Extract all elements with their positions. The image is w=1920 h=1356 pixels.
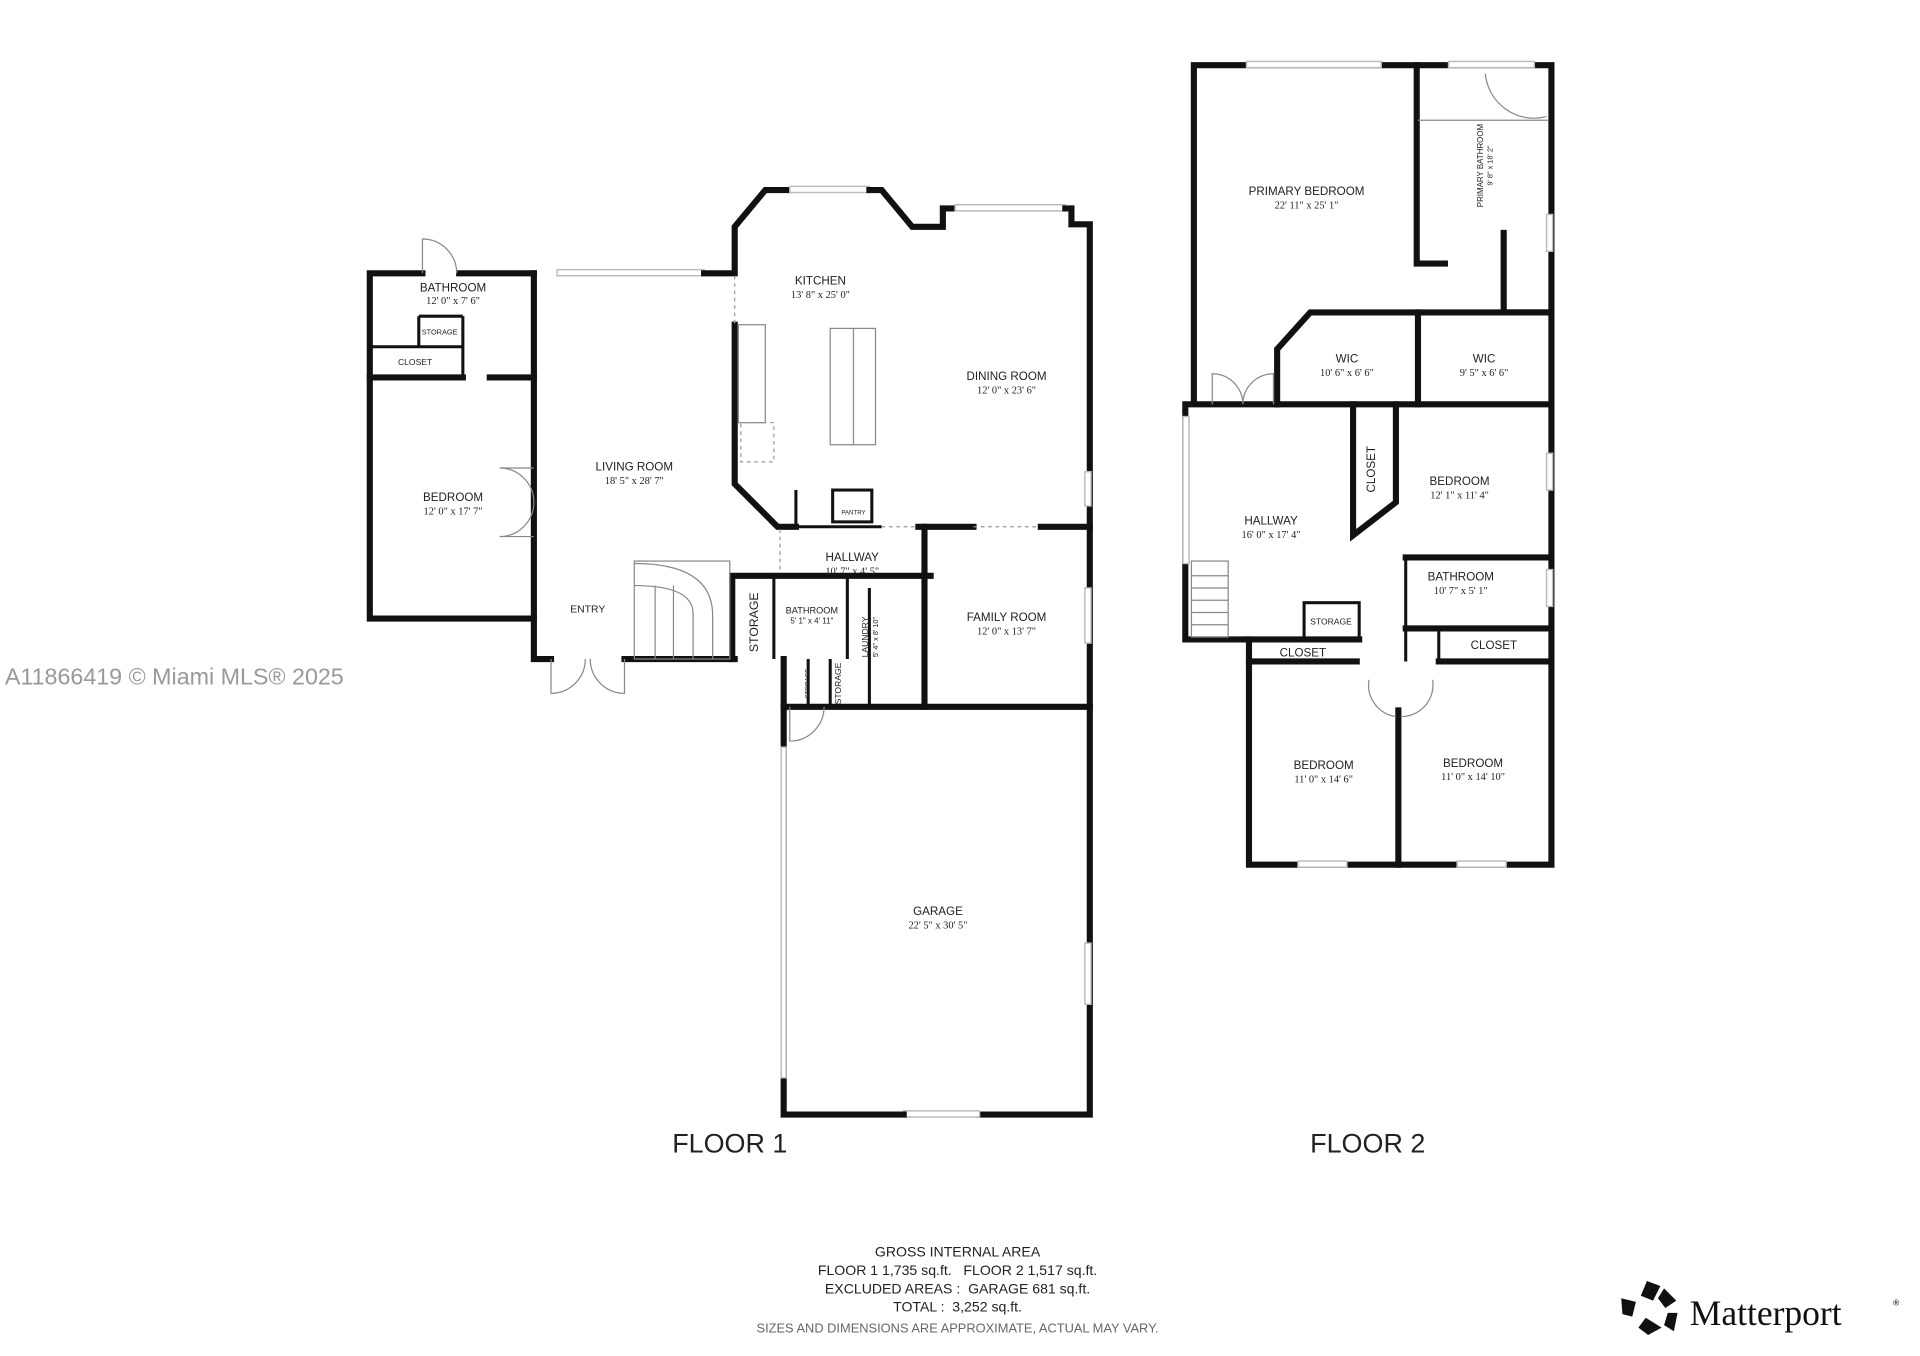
room-name: HALLWAY <box>826 551 880 564</box>
room-name: BEDROOM <box>1443 757 1503 770</box>
room-dims: 9' 8" x 18' 2" <box>1486 145 1495 186</box>
room-name: LIVING ROOM <box>596 460 674 473</box>
room-name: PRIMARY BEDROOM <box>1249 185 1365 198</box>
room-name: STORAGE <box>422 328 458 337</box>
room-name: WIC <box>1336 353 1359 366</box>
room-name: FAMILY ROOM <box>967 611 1047 624</box>
area-summary: GROSS INTERNAL AREA FLOOR 1 1,735 sq.ft.… <box>757 1244 1159 1336</box>
room-name: CLOSET <box>1280 647 1327 660</box>
registered-mark: ® <box>1893 1298 1900 1308</box>
room-name: LAUNDRY <box>860 616 870 657</box>
room-dims: 12' 0" x 13' 7" <box>977 627 1036 638</box>
room-name: STORAGE <box>1310 617 1352 627</box>
room-dims: 13' 8" x 25' 0" <box>791 290 850 301</box>
room-dims: 16' 0" x 17' 4" <box>1242 530 1301 541</box>
room-dims: 10' 6" x 6' 6" <box>1320 368 1374 379</box>
room-dims: 9' 5" x 6' 6" <box>1460 368 1509 379</box>
room-name: CLOSET <box>1471 639 1518 652</box>
room-dims: 22' 5" x 30' 5" <box>908 920 967 931</box>
room-name: CLOSET <box>1365 446 1378 493</box>
room-dims: 22' 11" x 25' 1" <box>1275 200 1339 211</box>
summary-total: TOTAL : 3,252 sq.ft. <box>893 1299 1022 1315</box>
room-name: GARAGE <box>913 905 963 918</box>
room-name: CLOSET <box>398 357 433 367</box>
matterport-mark-icon <box>1621 1281 1678 1335</box>
room-dims: 12' 0" x 7' 6" <box>426 296 480 307</box>
summary-disclaimer: SIZES AND DIMENSIONS ARE APPROXIMATE, AC… <box>757 1320 1159 1335</box>
room-name: BEDROOM <box>1430 475 1490 488</box>
matterport-logo: Matterport ® <box>1621 1281 1900 1335</box>
room-dims: 10' 7" x 4' 5" <box>825 567 879 578</box>
floor-2-labels: PRIMARY BEDROOM 22' 11" x 25' 1" PRIMARY… <box>1242 124 1518 1159</box>
matterport-wordmark: Matterport <box>1690 1293 1842 1333</box>
room-name: WIC <box>1473 353 1496 366</box>
room-name: BEDROOM <box>423 491 483 504</box>
room-dims: 5' 4" x 8' 10" <box>871 616 880 657</box>
room-dims: 11' 0" x 14' 10" <box>1441 772 1505 783</box>
floor-2-title: FLOOR 2 <box>1310 1128 1425 1158</box>
floor-1-walls <box>366 185 1093 1118</box>
floor-1-title: FLOOR 1 <box>672 1128 787 1158</box>
room-name: BEDROOM <box>1294 759 1354 772</box>
room-name: BATHROOM <box>420 282 486 295</box>
watermark: A11866419 © Miami MLS® 2025 <box>5 664 344 690</box>
room-dims: 11' 0" x 14' 6" <box>1294 775 1353 786</box>
room-dims: 12' 0" x 17' 7" <box>424 507 483 518</box>
room-name: BATHROOM <box>1428 571 1494 584</box>
summary-excluded: EXCLUDED AREAS : GARAGE 681 sq.ft. <box>825 1280 1090 1296</box>
room-name: PANTRY <box>841 510 865 517</box>
room-name: PRIMARY BATHROOM <box>1476 124 1485 207</box>
room-dims: 12' 0" x 23' 6" <box>977 385 1036 396</box>
room-name: STORAGE <box>804 669 811 699</box>
room-name: STORAGE <box>747 592 761 652</box>
room-name: ENTRY <box>570 604 605 615</box>
room-dims: 18' 5" x 28' 7" <box>605 476 664 487</box>
room-dims: 12' 1" x 11' 4" <box>1430 491 1489 502</box>
room-name: BATHROOM <box>786 606 838 616</box>
room-name: STORAGE <box>833 662 843 704</box>
room-dims: 5' 1" x 4' 11" <box>790 617 833 626</box>
summary-floors: FLOOR 1 1,735 sq.ft. FLOOR 2 1,517 sq.ft… <box>818 1262 1097 1278</box>
room-name: KITCHEN <box>795 274 846 287</box>
floor-1-labels: BATHROOM 12' 0" x 7' 6" STORAGE CLOSET B… <box>398 274 1047 1158</box>
room-name: HALLWAY <box>1244 514 1298 527</box>
room-name: DINING ROOM <box>966 370 1046 383</box>
room-dims: 10' 7" x 5' 1" <box>1434 586 1488 597</box>
floor-2-walls <box>1182 60 1555 868</box>
summary-heading: GROSS INTERNAL AREA <box>875 1244 1041 1260</box>
